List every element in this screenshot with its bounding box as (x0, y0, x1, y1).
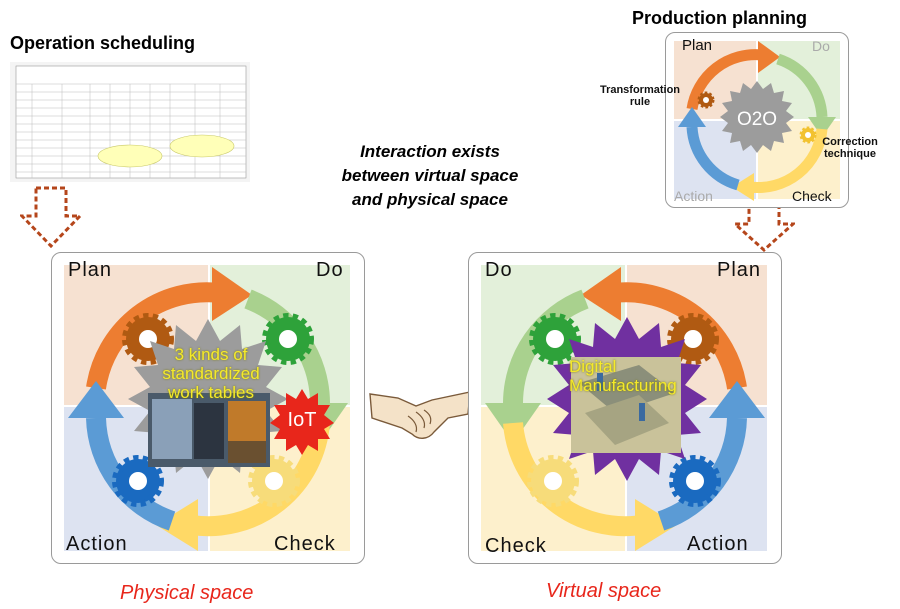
pdca-cycle-virtual (485, 267, 765, 551)
check-gear-icon (248, 455, 300, 507)
work-tables-line-3: work tables (168, 383, 254, 402)
production-planning-title: Production planning (632, 8, 807, 28)
digital-line-1: Digital (569, 357, 617, 376)
virtual-check-label: Check (485, 535, 547, 557)
virtual-space-panel: Do Plan Check Action Digital Manufacturi… (468, 252, 782, 564)
interaction-line-3: and physical space (352, 190, 508, 209)
virtual-space-label: Virtual space (546, 580, 662, 602)
physical-action-label: Action (66, 533, 128, 555)
left-down-arrow (20, 186, 82, 248)
interaction-line-1: Interaction exists (360, 142, 500, 161)
virtual-action-label: Action (687, 533, 749, 555)
transformation-rule-label: Transformation rule (584, 84, 696, 108)
correction-line-1: Correction (822, 136, 878, 148)
virtual-do-label: Do (485, 259, 513, 281)
mini-check-label: Check (792, 188, 832, 204)
physical-space-label: Physical space (120, 582, 254, 604)
handshake-icon (369, 391, 471, 439)
virtual-plan-label: Plan (717, 259, 762, 281)
check-gear-icon (527, 455, 579, 507)
physical-space-panel: Plan Do Action Check 3 kinds of standard… (51, 252, 365, 564)
production-planning-panel: Plan Do Action Check O2O (665, 32, 849, 208)
do-gear-icon (529, 313, 581, 365)
correction-gear-icon (799, 126, 817, 144)
plan-gear-icon (667, 313, 719, 365)
mini-action-label: Action (674, 188, 713, 204)
o2o-label: O2O (736, 109, 778, 130)
interaction-line-2: between virtual space (341, 166, 519, 185)
digital-line-2: Manufacturing (569, 376, 677, 395)
physical-do-label: Do (316, 259, 344, 281)
mini-plan-label: Plan (682, 37, 713, 54)
iot-label: IoT (287, 409, 317, 431)
physical-plan-label: Plan (68, 259, 113, 281)
digital-manufacturing-text: Digital Manufacturing (569, 357, 719, 395)
transformation-line-1: Transformation (599, 84, 681, 96)
correction-technique-label: Correction technique (810, 136, 890, 160)
schedule-sheet-image (10, 62, 250, 182)
work-tables-text: 3 kinds of standardized work tables (146, 345, 276, 402)
action-gear-icon (112, 455, 164, 507)
mini-do-label: Do (812, 38, 830, 54)
pdca-cycle-mini (678, 41, 836, 201)
do-gear-icon (262, 313, 314, 365)
interaction-text: Interaction exists between virtual space… (290, 140, 570, 212)
correction-line-2: technique (824, 148, 876, 160)
action-gear-icon (669, 455, 721, 507)
operation-scheduling-title: Operation scheduling (10, 33, 196, 53)
transformation-gear-icon (697, 91, 715, 109)
iot-burst-shape (270, 389, 334, 455)
physical-check-label: Check (274, 533, 336, 555)
o2o-burst-shape (720, 81, 794, 153)
work-tables-line-2: standardized (162, 364, 260, 383)
transformation-line-2: rule (629, 96, 651, 108)
pdca-cycle-physical (68, 267, 348, 551)
work-tables-line-1: 3 kinds of (174, 345, 248, 364)
